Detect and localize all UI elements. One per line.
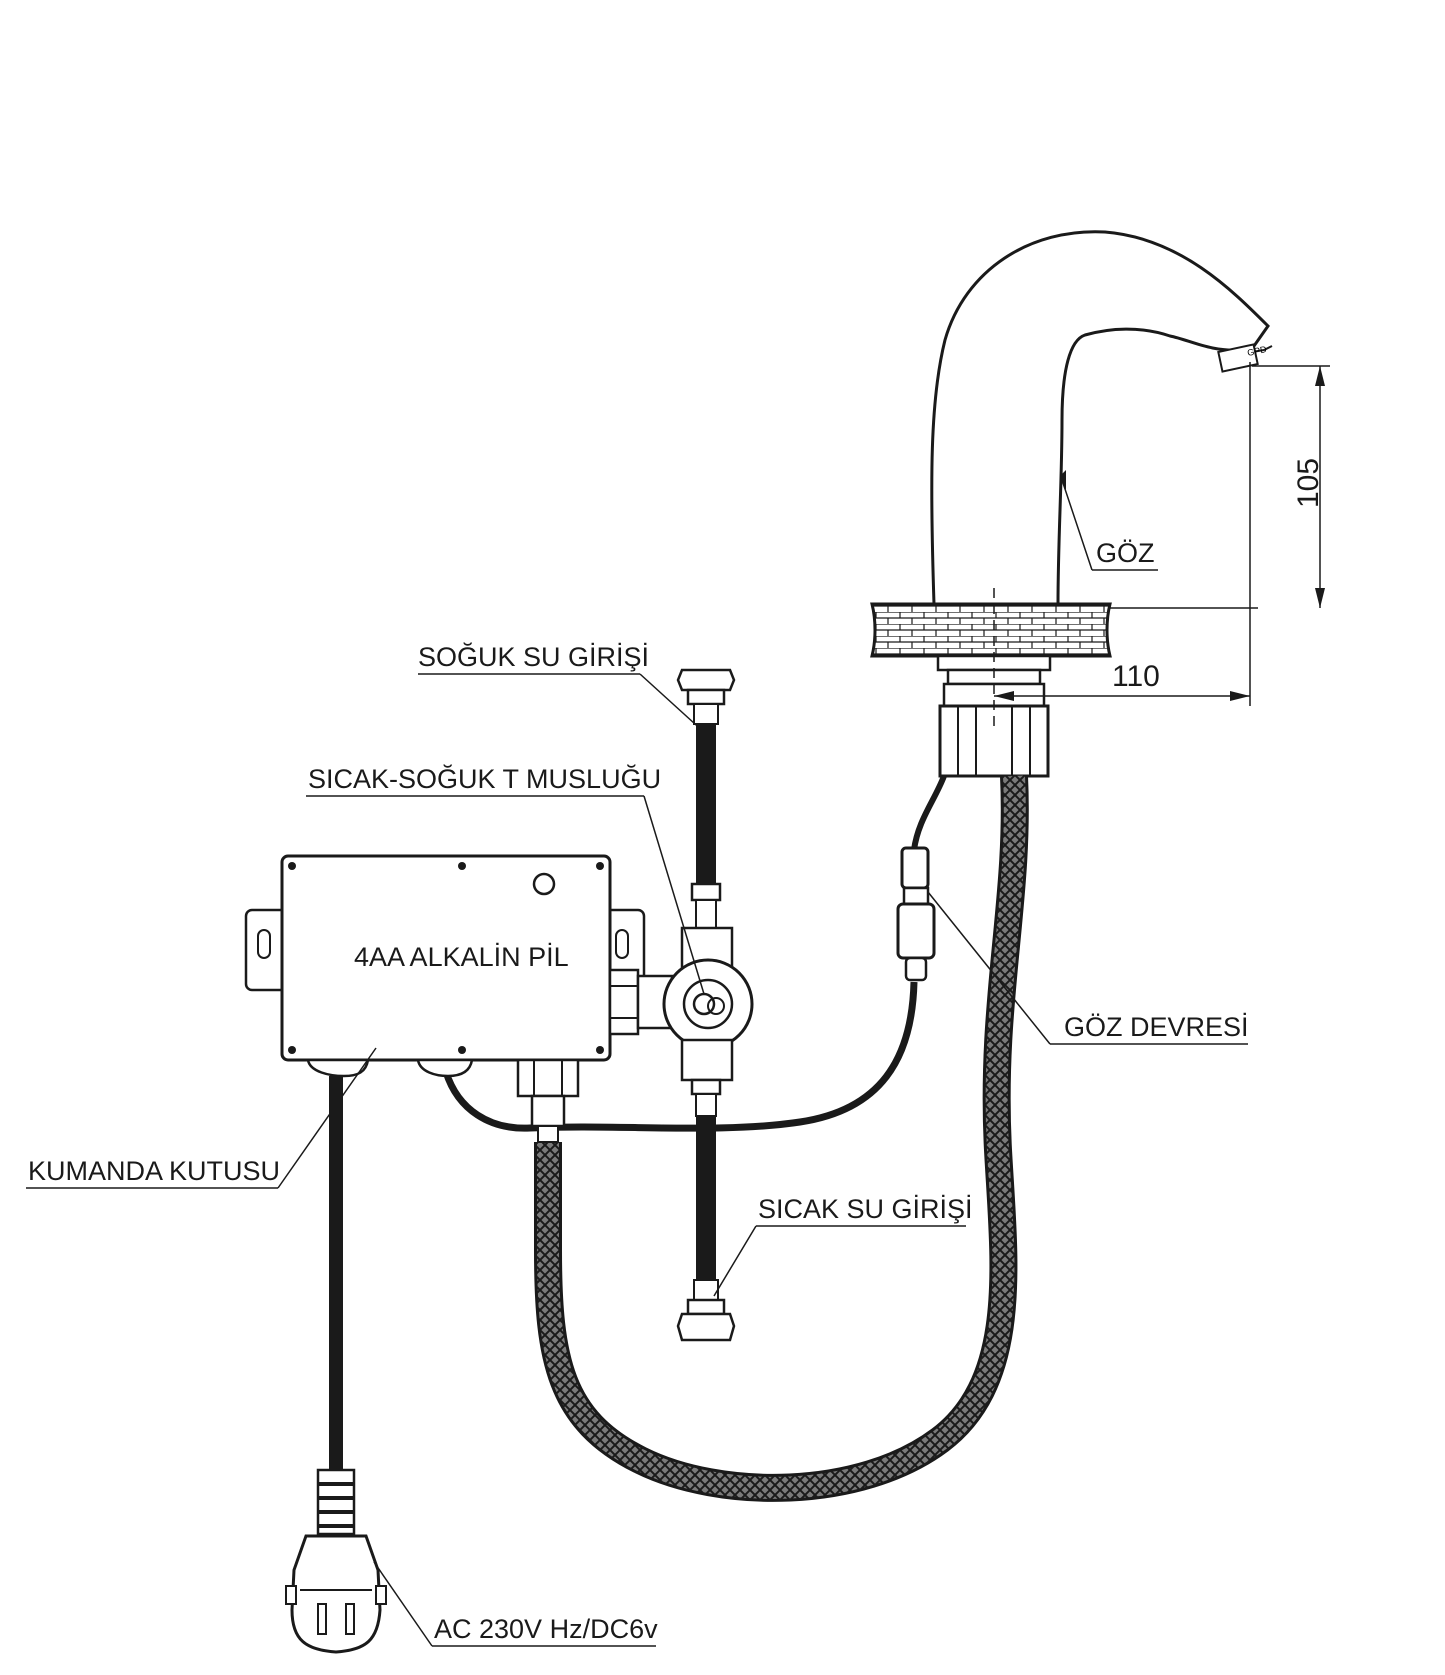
power-cable xyxy=(285,1076,387,1654)
cold-inlet-hose xyxy=(676,668,736,929)
spout-aerator xyxy=(1217,343,1259,373)
label-hot-inlet: SICAK SU GİRİŞİ xyxy=(713,1193,973,1297)
eye-sensor xyxy=(1060,470,1066,490)
faucet-spout: GPD xyxy=(930,230,1273,605)
indicator-led xyxy=(532,872,556,896)
sensor-connector xyxy=(900,846,930,890)
label-power-text: AC 230V Hz/DC6v xyxy=(434,1614,658,1644)
t-valve xyxy=(662,926,754,1117)
dimension-height-value: 105 xyxy=(1292,458,1325,508)
label-eye-circuit: GÖZ DEVRESİ xyxy=(927,891,1249,1045)
mounting-nut xyxy=(936,588,1052,778)
control-box: 4AA ALKALİN PİL xyxy=(244,854,674,1143)
label-t-valve: SICAK-SOĞUK T MUSLUĞU xyxy=(306,763,705,995)
sensor-cable xyxy=(442,774,947,1132)
dimension-reach-value: 110 xyxy=(1112,660,1160,693)
label-eye-circuit-text: GÖZ DEVRESİ xyxy=(1064,1011,1249,1042)
brand-mark: GPD xyxy=(1246,344,1268,358)
label-eye: GÖZ xyxy=(1061,479,1158,571)
hot-inlet-hose xyxy=(676,1116,736,1342)
label-t-valve-text: SICAK-SOĞUK T MUSLUĞU xyxy=(308,763,661,794)
battery-label: 4AA ALKALİN PİL xyxy=(354,941,569,972)
countertop xyxy=(870,602,1258,658)
power-plug xyxy=(290,1534,382,1654)
label-control-box: KUMANDA KUTUSU xyxy=(26,1047,377,1189)
label-cold-inlet-text: SOĞUK SU GİRİŞİ xyxy=(418,641,649,672)
outlet-hose xyxy=(534,775,1029,1502)
label-hot-inlet-text: SICAK SU GİRİŞİ xyxy=(758,1193,973,1224)
dimension-reach: 110 xyxy=(994,362,1251,706)
dimension-height: 105 xyxy=(1252,365,1330,608)
label-control-box-text: KUMANDA KUTUSU xyxy=(28,1156,280,1186)
label-power: AC 230V Hz/DC6v xyxy=(373,1561,658,1647)
label-cold-inlet: SOĞUK SU GİRİŞİ xyxy=(418,641,707,735)
label-eye-text: GÖZ xyxy=(1096,538,1155,568)
